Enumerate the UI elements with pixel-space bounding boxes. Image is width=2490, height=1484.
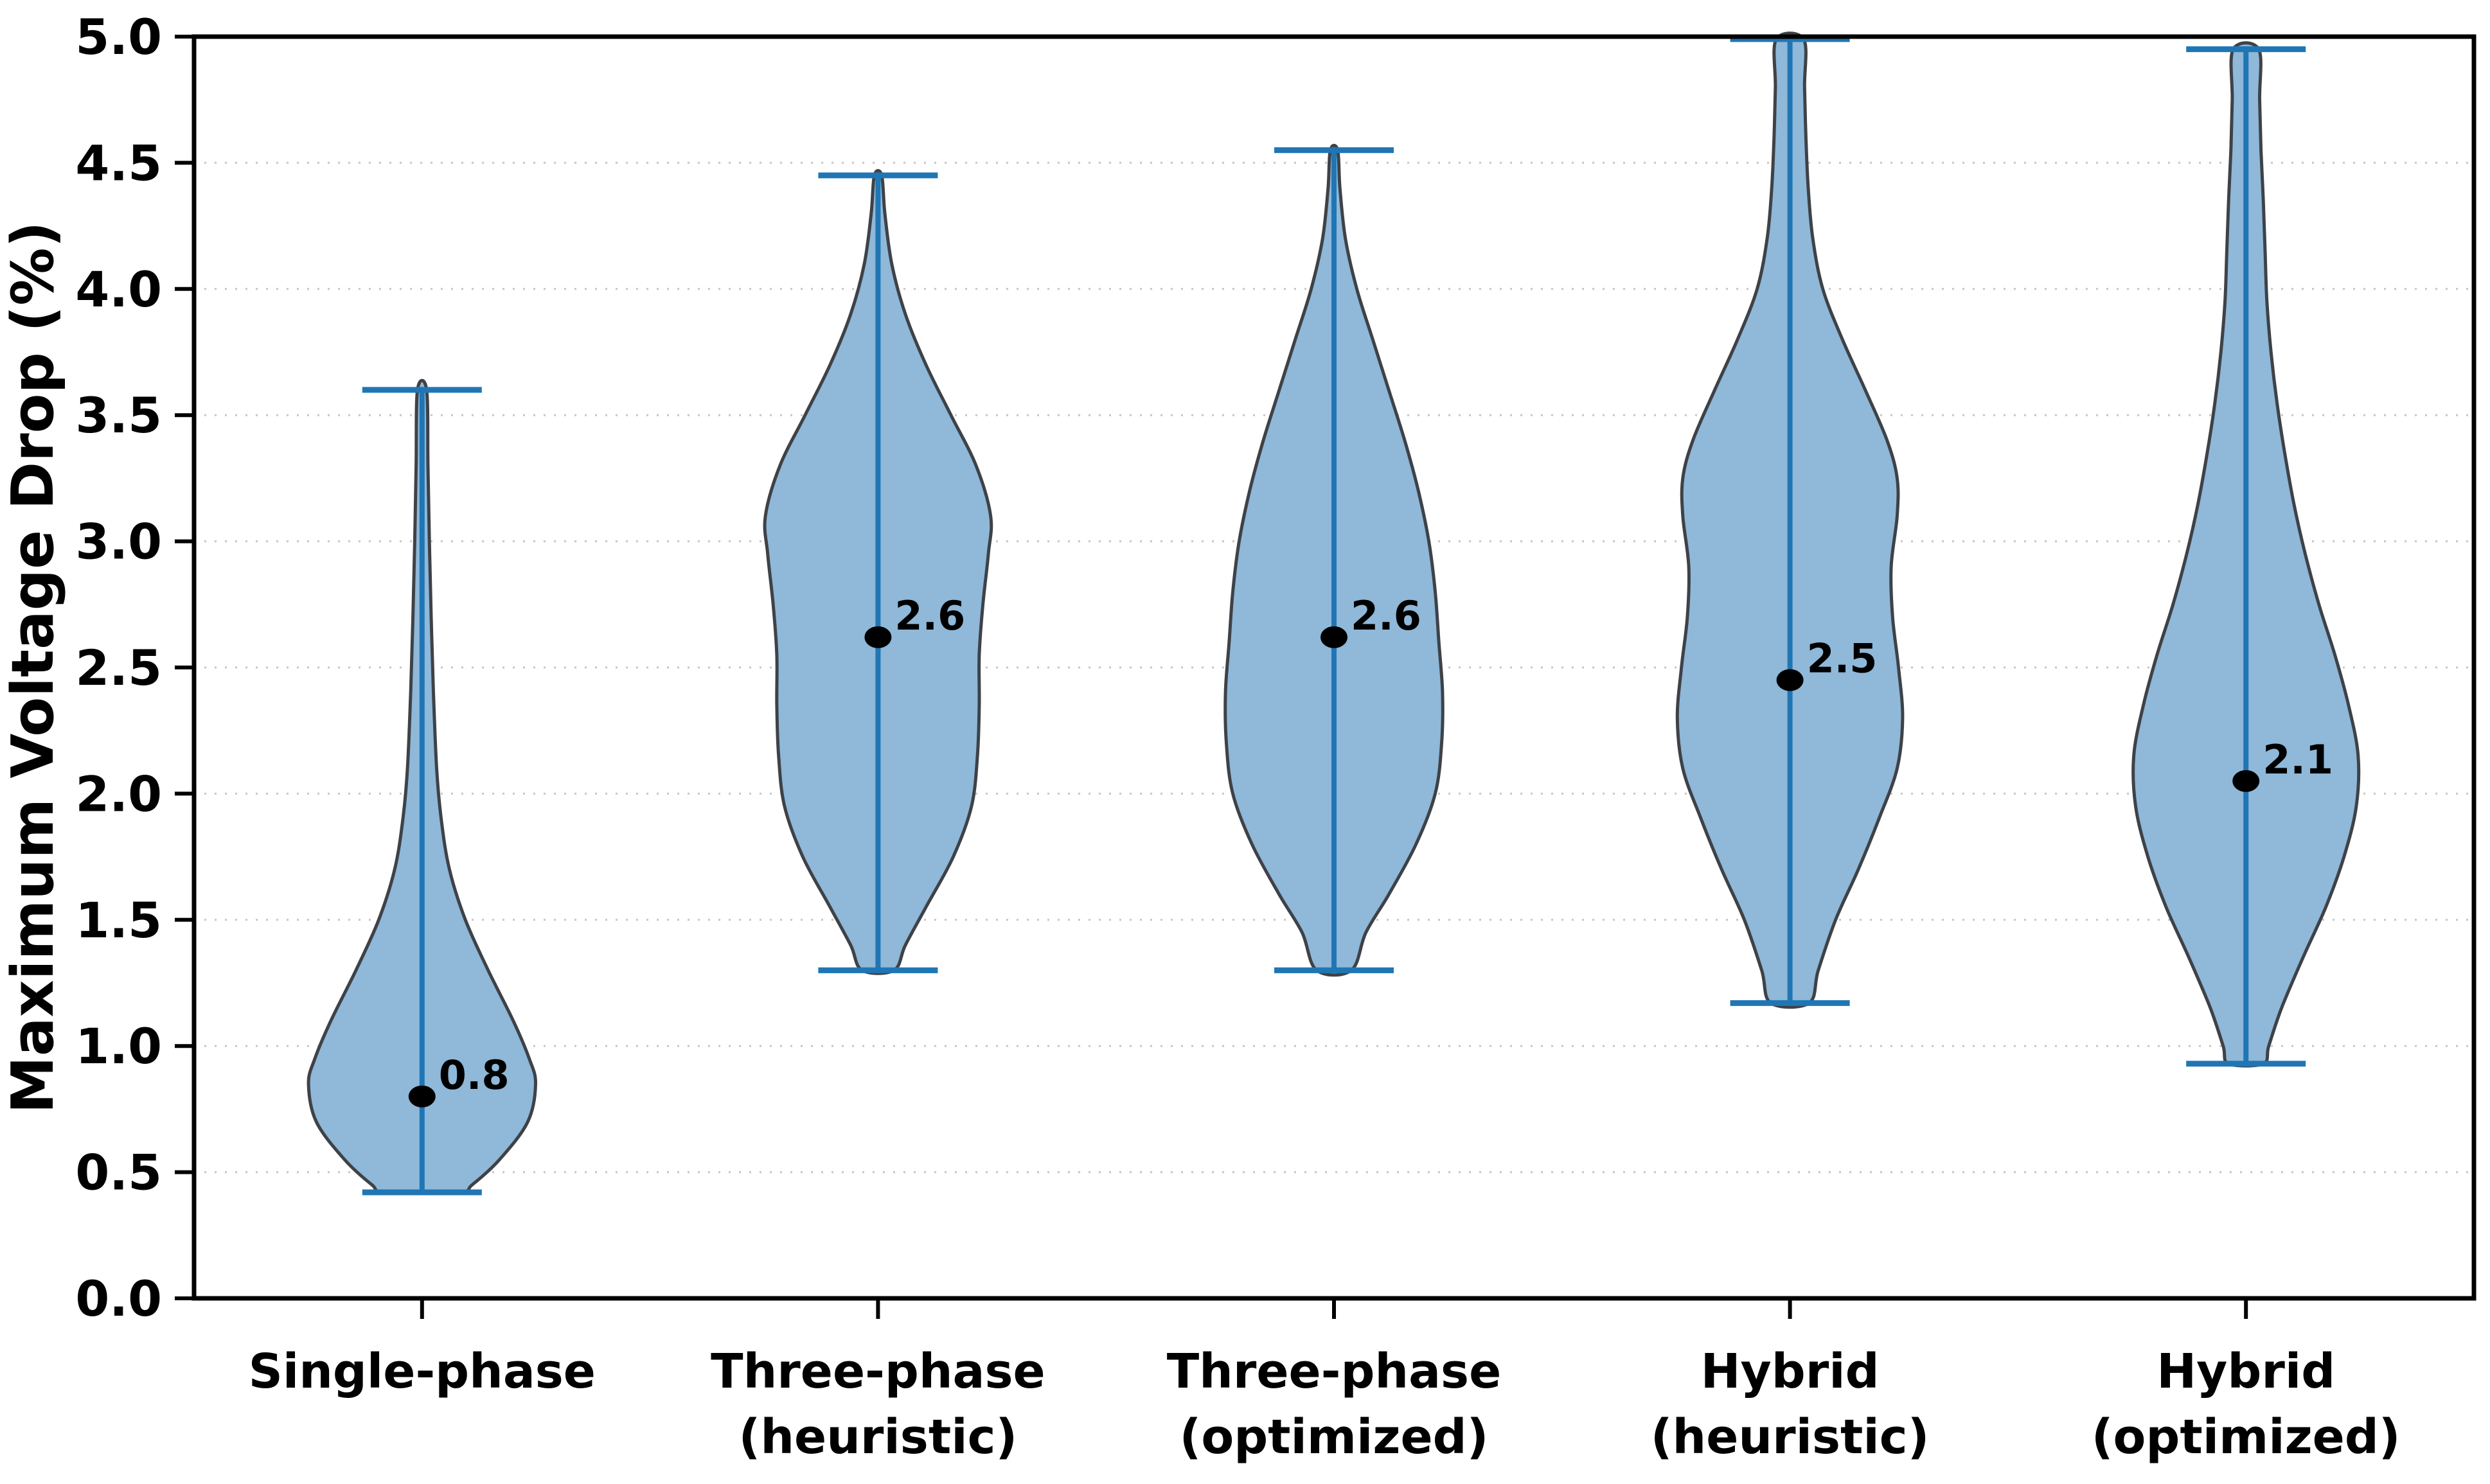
y-tick-label: 0.0 [75,1270,162,1327]
category-label-line2: (optimized) [1180,1409,1489,1465]
mean-value-label: 2.1 [2263,736,2333,783]
category-label-line2: (heuristic) [739,1409,1018,1465]
category-label-line1: Hybrid [2157,1344,2335,1399]
mean-value-label: 2.5 [1807,635,1878,682]
y-axis-title: Maximum Voltage Drop (%) [0,221,67,1113]
y-tick-label: 2.0 [75,765,162,822]
mean-dot [1776,669,1804,691]
mean-value-label: 2.6 [1351,592,1421,639]
y-tick-label: 4.5 [75,134,162,191]
mean-value-label: 0.8 [439,1052,510,1099]
y-tick-label: 3.5 [75,387,162,444]
y-tick-label: 4.0 [75,261,162,318]
category-label-line2: (optimized) [2092,1409,2401,1465]
y-tick-label: 0.5 [75,1144,162,1201]
y-tick-label: 1.0 [75,1018,162,1075]
category-label-line1: Single-phase [249,1344,596,1399]
category-label-line1: Three-phase [711,1344,1045,1399]
y-tick-label: 5.0 [75,8,162,66]
y-tick-label: 1.5 [75,892,162,949]
y-tick-label: 3.0 [75,513,162,570]
mean-dot [1321,626,1347,648]
category-label-line2: (heuristic) [1651,1409,1930,1465]
category-label-line1: Hybrid [1701,1344,1880,1399]
mean-dot [864,626,892,648]
mean-dot [408,1085,436,1108]
mean-value-label: 2.6 [894,592,965,639]
mean-dot [2232,770,2260,792]
y-tick-label: 2.5 [75,639,162,696]
category-label-line1: Three-phase [1167,1344,1502,1399]
